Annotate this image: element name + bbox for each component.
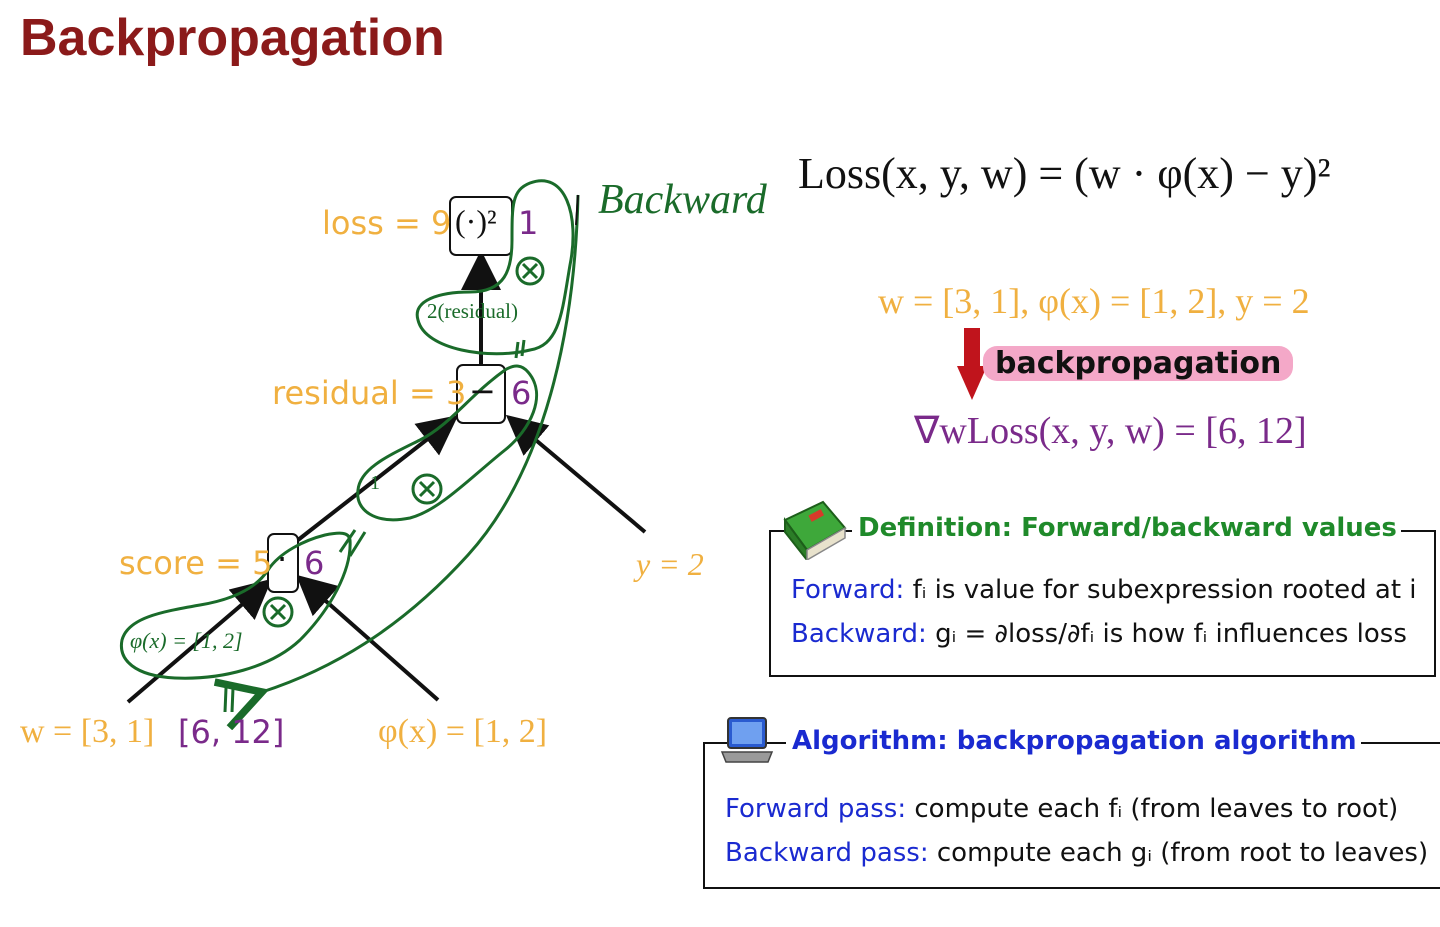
w-gradient: [6, 12]	[178, 713, 285, 751]
loss-node-label: (·)²	[455, 203, 497, 239]
down-arrow-icon	[957, 328, 987, 400]
edge-label-one: 1	[370, 472, 380, 494]
backward-pass-term: Backward pass:	[725, 838, 929, 868]
forward-term: Forward:	[791, 575, 905, 605]
backward-definition: Backward: gᵢ = ∂loss/∂fᵢ is how fᵢ influ…	[791, 619, 1407, 649]
forward-pass-term: Forward pass:	[725, 794, 907, 824]
edge-label-residual: 2(residual)	[427, 299, 518, 323]
computation-graph	[119, 179, 647, 920]
loss-gradient: 1	[518, 204, 539, 242]
multiply-mark-bottom	[262, 596, 294, 628]
edge-score-to-residual	[296, 415, 459, 542]
forward-pass-text: compute each fᵢ (from leaves to root)	[914, 794, 1399, 824]
backward-pass-text: compute each gᵢ (from root to leaves)	[936, 838, 1429, 868]
loss-label: loss = 9	[322, 204, 452, 242]
algorithm-title: Algorithm: backpropagation algorithm	[786, 726, 1361, 756]
edge-w-to-score	[126, 578, 273, 704]
forward-definition: Forward: fᵢ is value for subexpression r…	[791, 575, 1417, 605]
loss-formula: Loss(x, y, w) = (w · φ(x) − y)²	[798, 149, 1331, 198]
backward-loop-top	[415, 179, 575, 356]
forward-text: fᵢ is value for subexpression rooted at …	[912, 575, 1417, 605]
gradient-result: ∇wLoss(x, y, w) = [6, 12]	[914, 410, 1307, 452]
algorithm-box: Forward pass: compute each fᵢ (from leav…	[703, 742, 1440, 889]
equals-mark-bottom	[223, 687, 235, 713]
forward-pass-step: Forward pass: compute each fᵢ (from leav…	[725, 794, 1398, 824]
page-title: Backpropagation	[20, 9, 445, 67]
book-icon	[783, 500, 847, 560]
backward-text: gᵢ = ∂loss/∂fᵢ is how fᵢ influences loss	[935, 619, 1407, 649]
backward-loop-bottom	[119, 531, 352, 680]
definition-title: Definition: Forward/backward values	[852, 513, 1401, 543]
w-label: w = [3, 1]	[20, 713, 155, 750]
equals-mark-top	[514, 339, 526, 359]
score-label: score = 5	[119, 544, 273, 582]
multiply-mark-top	[515, 256, 545, 286]
backward-pass-step: Backward pass: compute each gᵢ (from roo…	[725, 838, 1428, 868]
backpropagation-label: backpropagation	[983, 346, 1294, 381]
right-bracket	[575, 194, 579, 226]
score-node-label: ·	[277, 540, 288, 578]
backward-arrow	[262, 194, 580, 692]
backward-term: Backward:	[791, 619, 927, 649]
y-label: y = 2	[636, 546, 704, 582]
backward-annotation: Backward	[598, 177, 767, 223]
score-gradient: 6	[304, 544, 325, 582]
example-values: w = [3, 1], φ(x) = [1, 2], y = 2	[878, 281, 1310, 321]
multiply-mark-middle	[411, 473, 443, 505]
equals-mark-middle	[338, 529, 367, 557]
backward-loop-middle	[356, 364, 539, 522]
residual-gradient: 6	[511, 374, 532, 412]
residual-node-label: −	[469, 372, 496, 410]
edge-label-phi: φ(x) = [1, 2]	[130, 628, 243, 653]
residual-label: residual = 3	[272, 374, 467, 412]
definition-box: Forward: fᵢ is value for subexpression r…	[769, 530, 1436, 677]
laptop-icon	[720, 717, 774, 763]
phi-label: φ(x) = [1, 2]	[378, 713, 548, 750]
edge-y-to-residual	[505, 414, 647, 534]
